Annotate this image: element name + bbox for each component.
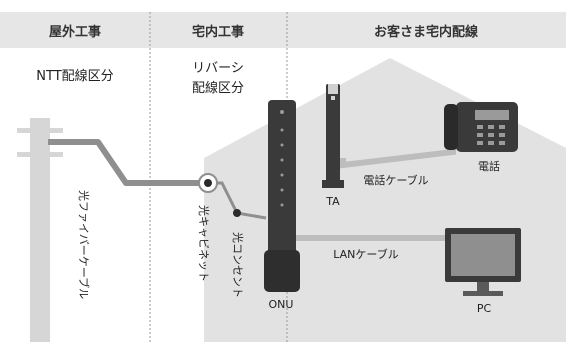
- pc-monitor-icon: [445, 228, 521, 296]
- lan-cable-label: LANケーブル: [333, 247, 398, 261]
- pc-label: PC: [477, 302, 492, 315]
- phone-icon: [444, 102, 518, 152]
- onu-label: ONU: [269, 298, 294, 311]
- header-indoor: 宅内工事: [192, 24, 244, 40]
- outlet-to-onu-line: [236, 211, 267, 220]
- outdoor-subtitle: NTT配線区分: [36, 68, 113, 84]
- phone-cable-label: 電話ケーブル: [363, 173, 428, 187]
- optical-cabinet-dot: [204, 179, 212, 187]
- indoor-subtitle-line2: 配線区分: [192, 80, 244, 96]
- optical-fiber-cable-label: 光ファイバーケーブル: [77, 190, 91, 299]
- optical-cabinet-label: 光キャビネット: [197, 205, 211, 282]
- header-customer: お客さま宅内配線: [374, 24, 479, 40]
- header-outdoor: 屋外工事: [49, 24, 101, 40]
- header-band: [0, 12, 566, 48]
- ta-device: [322, 84, 344, 188]
- ta-label: TA: [325, 195, 340, 208]
- optical-fiber-cable-line: [48, 139, 208, 186]
- optical-outlet-label: 光コンセント: [231, 232, 245, 298]
- indoor-subtitle-line1: リバーシ: [192, 61, 244, 76]
- optical-outlet-dot: [233, 209, 241, 217]
- phone-label: 電話: [478, 159, 500, 173]
- house-outline: [204, 58, 566, 342]
- utility-pole: [17, 118, 63, 342]
- onu-device: [264, 100, 300, 292]
